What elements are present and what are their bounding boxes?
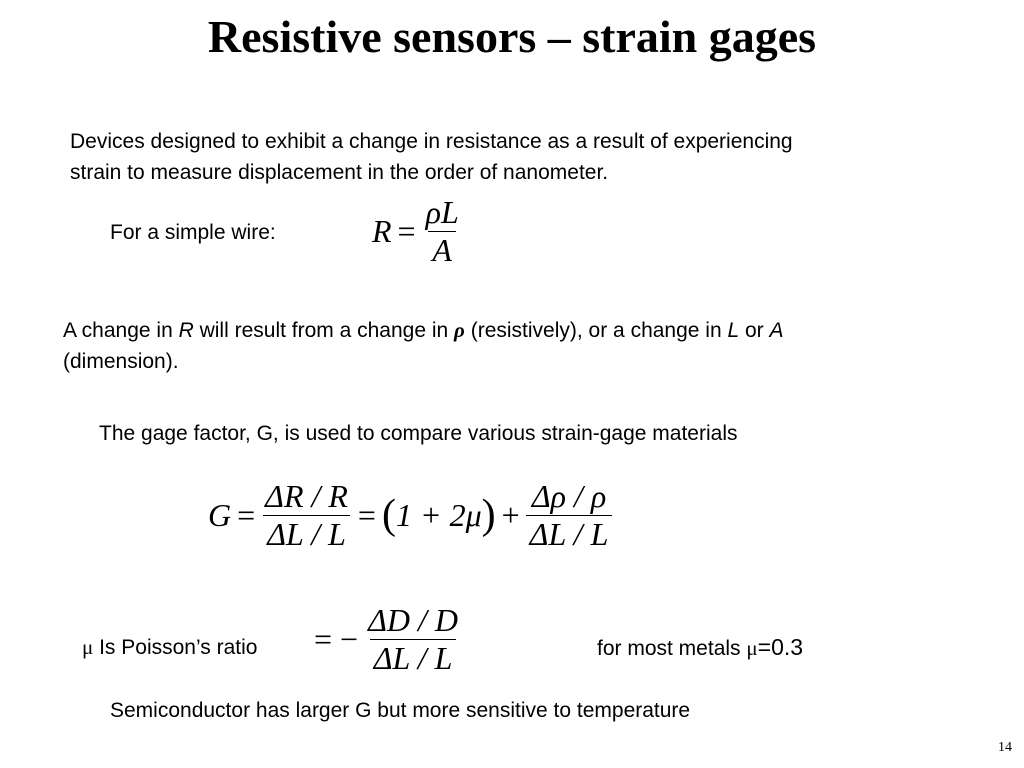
resistance-equation: R = ρL A [372,194,463,269]
intro-line-2: strain to measure displacement in the or… [70,161,609,184]
gage-factor-text: The gage factor, G, is used to compare v… [99,422,738,445]
change-line-2: (dimension). [63,350,179,373]
poisson-label: μ Is Poisson’s ratio [82,632,257,663]
eq2-equals-2: = [357,496,376,533]
change-text-2: will result from a change in [193,319,455,342]
intro-paragraph: Devices designed to exhibit a change in … [70,126,793,188]
slide-title: Resistive sensors – strain gages [207,11,817,62]
eq2-equals-1: = [237,496,256,533]
change-paragraph: A change in R will result from a change … [63,315,983,377]
eq2-paren-close: ) [481,492,496,539]
poisson-text: Is Poisson’s ratio [93,636,258,659]
poisson-equals-minus: = − [314,620,359,657]
poisson-mu: μ [82,635,94,659]
page-number: 14 [998,740,1012,755]
change-rho: ρ [454,318,465,342]
change-A: A [769,319,784,342]
metals-note: for most metals μ=0.3 [597,632,803,664]
eq2-plus: + [501,496,520,533]
change-R: R [178,319,194,342]
change-text-1: A change in [63,319,179,342]
eq2-lhs: G [208,496,232,533]
eq2-fraction-1-numerator: ΔR / R [265,478,348,514]
eq2-fraction-1-denominator: ΔL / L [263,514,350,553]
eq1-denominator: A [428,230,456,269]
change-text-3: (resistively), or a change in [464,319,728,342]
eq2-fraction-2-denominator: ΔL / L [525,514,613,553]
eq1-numerator: ρL [425,194,459,230]
semiconductor-note: Semiconductor has larger G but more sens… [110,699,691,722]
change-L: L [727,319,740,342]
eq2-inner: 1 + 2μ [395,496,482,533]
eq2-fraction-1: ΔR / R ΔL / L [261,478,352,553]
change-line-1: A change in R will result from a change … [63,315,983,346]
poisson-denominator: ΔL / L [369,638,457,677]
eq1-lhs: R [372,212,392,249]
gage-factor-equation: G = ΔR / R ΔL / L = ( 1 + 2μ ) + Δρ / ρ … [208,478,613,553]
metals-mu: μ [746,636,758,660]
metals-text: for most metals [597,637,747,660]
change-text-4: or [739,319,770,342]
eq2-fraction-2: Δρ / ρ ΔL / L [525,478,613,553]
poisson-fraction: ΔD / D ΔL / L [364,602,462,677]
eq1-equals: = [397,212,416,249]
eq2-paren-open: ( [381,492,396,539]
eq1-fraction: ρL A [422,194,463,269]
poisson-numerator: ΔD / D [368,602,458,638]
poisson-equation: = − ΔD / D ΔL / L [308,602,462,677]
intro-line-1: Devices designed to exhibit a change in … [70,130,793,153]
eq2-fraction-2-numerator: Δρ / ρ [531,478,607,514]
metals-value: =0.3 [757,634,804,660]
wire-label: For a simple wire: [110,221,276,244]
